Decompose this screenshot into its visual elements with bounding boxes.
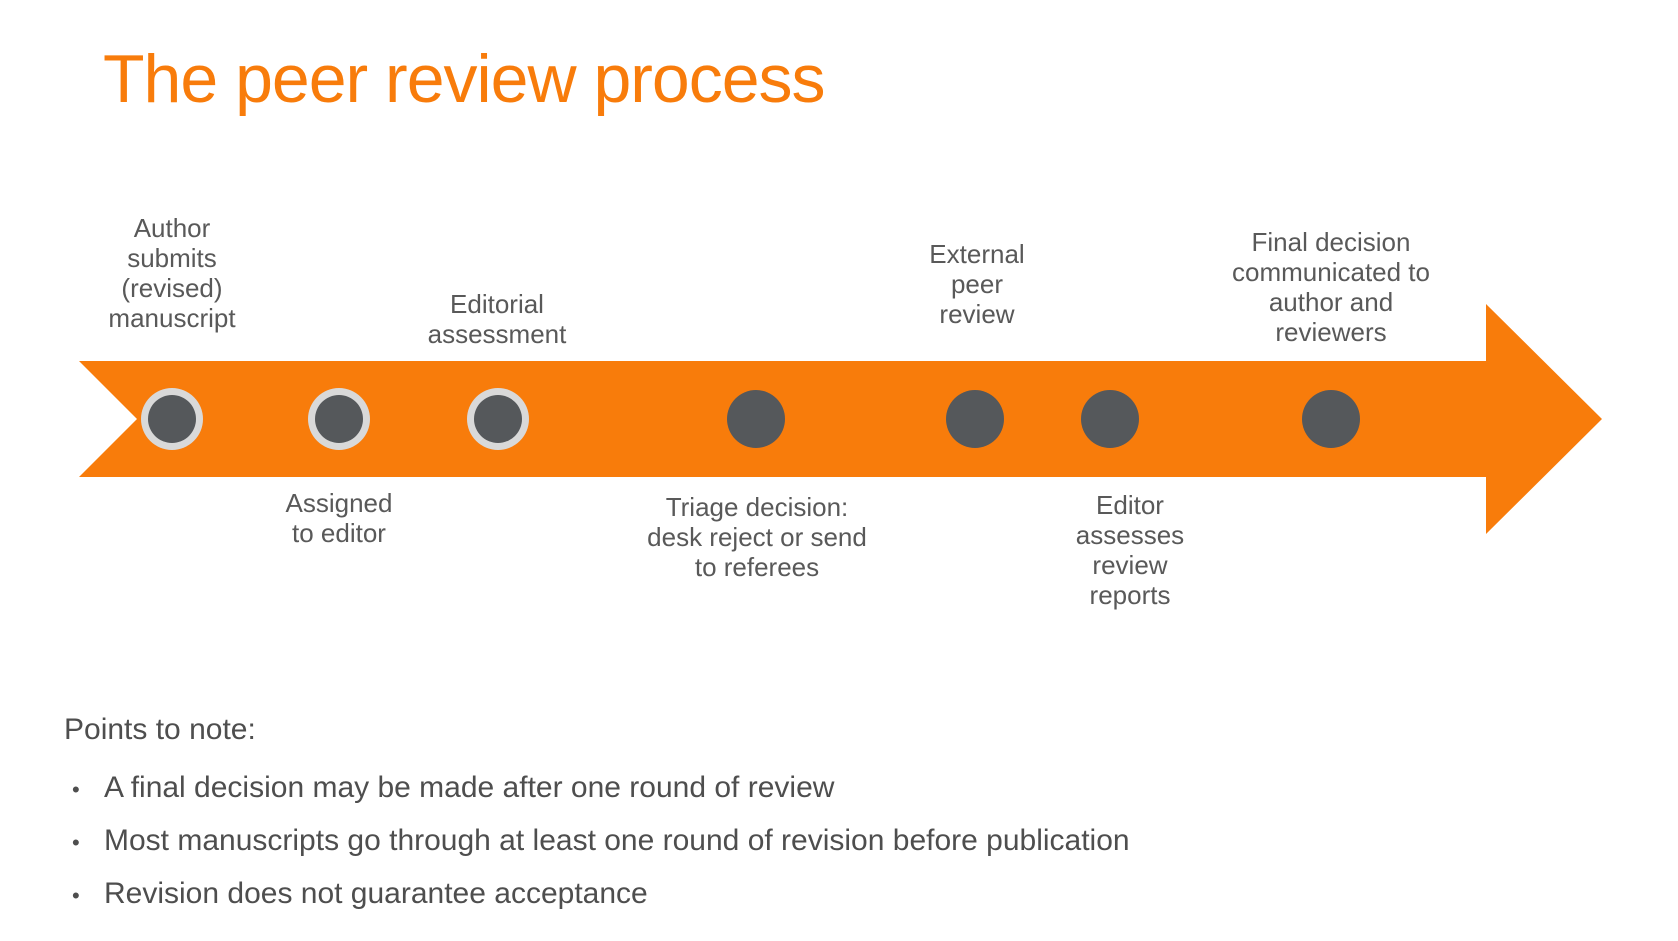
marker-dot — [1302, 390, 1360, 448]
bullet-dot-icon: • — [72, 883, 80, 908]
step-marker-7 — [1302, 390, 1360, 448]
marker-dot — [1081, 390, 1139, 448]
note-text-1: A final decision may be made after one r… — [104, 771, 835, 804]
step-label-triage-decision: Triage decision: desk reject or send to … — [647, 492, 867, 582]
step-label-editorial-assessment: Editorial assessment — [427, 289, 567, 349]
note-item-1: • A final decision may be made after one … — [64, 770, 1264, 808]
marker-dot — [946, 390, 1004, 448]
bullet-dot-icon: • — [72, 830, 80, 855]
step-label-assigned-to-editor: Assigned to editor — [285, 488, 393, 548]
marker-dot — [315, 395, 363, 443]
step-label-final-decision: Final decision communicated to author an… — [1232, 227, 1430, 347]
slide-title: The peer review process — [103, 41, 826, 117]
note-text-2: Most manuscripts go through at least one… — [104, 824, 1130, 857]
step-label-editor-assesses: Editor assesses review reports — [1075, 490, 1185, 610]
step-marker-2 — [308, 388, 370, 450]
step-marker-5 — [946, 390, 1004, 448]
marker-dot — [148, 395, 196, 443]
note-item-2: • Most manuscripts go through at least on… — [64, 823, 1264, 861]
timeline-arrow — [79, 304, 1602, 534]
bullet-dot-icon: • — [72, 777, 80, 802]
step-markers — [141, 388, 1360, 450]
step-label-author-submits: Author submits (revised) manuscript — [108, 213, 236, 333]
step-marker-6 — [1081, 390, 1139, 448]
note-item-3: • Revision does not guarantee acceptance — [64, 876, 1264, 914]
notes-list: • A final decision may be made after one … — [64, 770, 1264, 914]
notes-section: Points to note: • A final decision may be… — [64, 712, 1264, 929]
step-marker-4 — [727, 390, 785, 448]
note-text-3: Revision does not guarantee acceptance — [104, 877, 648, 910]
marker-dot — [727, 390, 785, 448]
step-marker-3 — [467, 388, 529, 450]
marker-dot — [474, 395, 522, 443]
step-marker-1 — [141, 388, 203, 450]
notes-heading: Points to note: — [64, 713, 256, 746]
step-label-external-peer-review: External peer review — [929, 239, 1025, 329]
